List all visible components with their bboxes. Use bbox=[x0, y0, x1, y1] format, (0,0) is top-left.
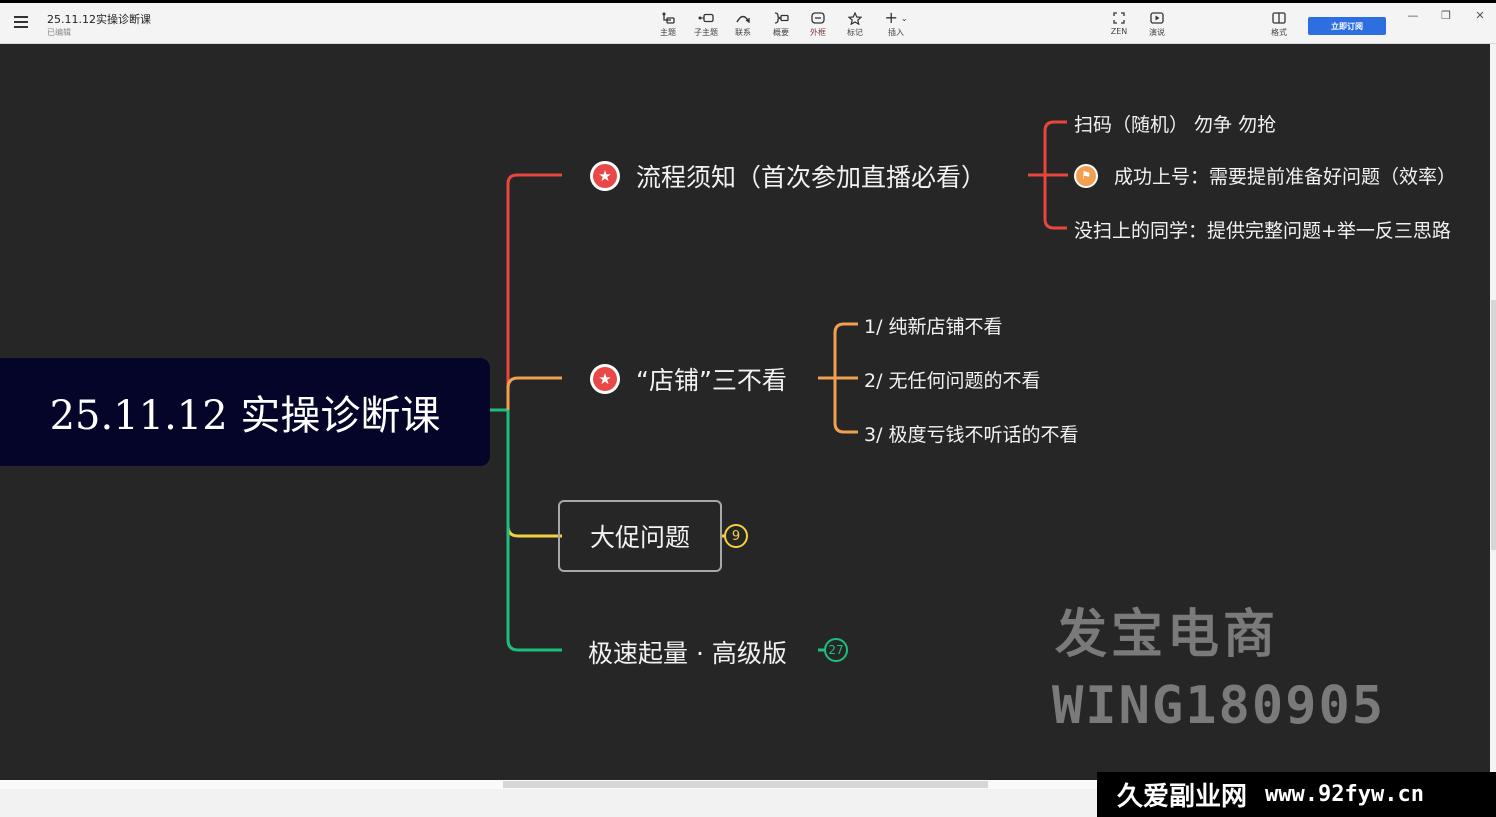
toolbar-relationship-button[interactable]: 联系 bbox=[725, 11, 761, 38]
topic-promotion-questions[interactable]: 大促问题 bbox=[558, 500, 722, 572]
topic-process-notes[interactable]: ★ 流程须知（首次参加直播必看） bbox=[590, 158, 986, 194]
subscribe-button[interactable]: 立即订阅 bbox=[1308, 17, 1386, 35]
toolbar-present-button[interactable]: 演说 bbox=[1139, 11, 1175, 38]
site-banner: 久爱副业网 www.92fyw.cn bbox=[1097, 772, 1496, 817]
summary-icon bbox=[763, 11, 799, 25]
collapsed-count-badge[interactable]: 9 bbox=[724, 524, 748, 548]
flag-marker-icon: ⚑ bbox=[1074, 163, 1098, 188]
restore-icon[interactable]: ❐ bbox=[1441, 8, 1451, 22]
star-marker-icon: ★ bbox=[590, 364, 620, 394]
subtopic-item[interactable]: 2/ 无任何问题的不看 bbox=[864, 370, 1041, 392]
watermark-id: WING180905 bbox=[1052, 676, 1386, 736]
banner-site-name: 久爱副业网 bbox=[1117, 782, 1248, 812]
toolbar-marker-button[interactable]: 标记 bbox=[837, 11, 873, 38]
toolbar-format-button[interactable]: 格式 bbox=[1261, 11, 1297, 38]
toolbar-summary-button[interactable]: 概要 bbox=[763, 11, 799, 38]
topic-rapid-ramp-advanced[interactable]: 极速起量 · 高级版 bbox=[588, 639, 787, 668]
topic-icon bbox=[650, 11, 686, 25]
hamburger-menu-icon[interactable] bbox=[14, 16, 28, 28]
toolbar-boundary-button[interactable]: 外框 bbox=[800, 11, 836, 38]
subtopic-icon bbox=[688, 11, 724, 25]
chevron-down-icon: ⌄ bbox=[900, 13, 908, 23]
subtopic-item[interactable]: 3/ 极度亏钱不听话的不看 bbox=[864, 424, 1079, 446]
panel-icon bbox=[1261, 11, 1297, 25]
toolbar-subtopic-button[interactable]: 子主题 bbox=[688, 11, 724, 38]
star-marker-icon: ★ bbox=[590, 161, 620, 191]
subtopic-item[interactable]: 1/ 纯新店铺不看 bbox=[864, 316, 1003, 338]
plus-icon: + bbox=[884, 8, 898, 27]
subtopic-item[interactable]: 扫码（随机） 勿争 勿抢 bbox=[1074, 114, 1277, 136]
toolbar-topic-button[interactable]: 主题 bbox=[650, 11, 686, 38]
horizontal-scrollbar[interactable] bbox=[0, 780, 1100, 789]
watermark-text: 发宝电商 bbox=[1055, 605, 1280, 665]
relationship-icon bbox=[725, 11, 761, 25]
document-title: 25.11.12实操诊断课 bbox=[47, 13, 151, 26]
vertical-scrollbar[interactable] bbox=[1490, 44, 1496, 780]
minimize-icon[interactable]: — bbox=[1407, 8, 1419, 22]
toolbar-insert-button[interactable]: +⌄ 插入 bbox=[884, 8, 908, 38]
star-icon bbox=[837, 11, 873, 25]
fullscreen-icon bbox=[1101, 11, 1137, 25]
top-bar: 25.11.12实操诊断课 已编辑 主题 子主题 联系 概要 外框 标记 +⌄ … bbox=[0, 0, 1496, 44]
vertical-scrollbar-thumb[interactable] bbox=[1491, 300, 1496, 550]
document-status: 已编辑 bbox=[47, 28, 71, 37]
boundary-icon bbox=[800, 11, 836, 25]
banner-url: www.92fyw.cn bbox=[1265, 782, 1424, 807]
horizontal-scrollbar-thumb[interactable] bbox=[503, 781, 988, 788]
topic-store-three-nots[interactable]: ★ “店铺”三不看 bbox=[590, 361, 787, 397]
mindmap-canvas[interactable]: 25.11.12 实操诊断课 ★ 流程须知（首次参加直播必看） 扫码（随机） 勿… bbox=[0, 44, 1490, 780]
subtopic-item[interactable]: ⚑ 成功上号：需要提前准备好问题（效率） bbox=[1074, 162, 1456, 189]
play-icon bbox=[1139, 11, 1175, 25]
close-icon[interactable]: ✕ bbox=[1475, 8, 1485, 22]
root-topic[interactable]: 25.11.12 实操诊断课 bbox=[0, 358, 490, 466]
collapsed-count-badge[interactable]: 27 bbox=[824, 638, 848, 662]
subtopic-item[interactable]: 没扫上的同学：提供完整问题+举一反三思路 bbox=[1074, 220, 1451, 242]
toolbar-zen-button[interactable]: ZEN bbox=[1101, 11, 1137, 36]
